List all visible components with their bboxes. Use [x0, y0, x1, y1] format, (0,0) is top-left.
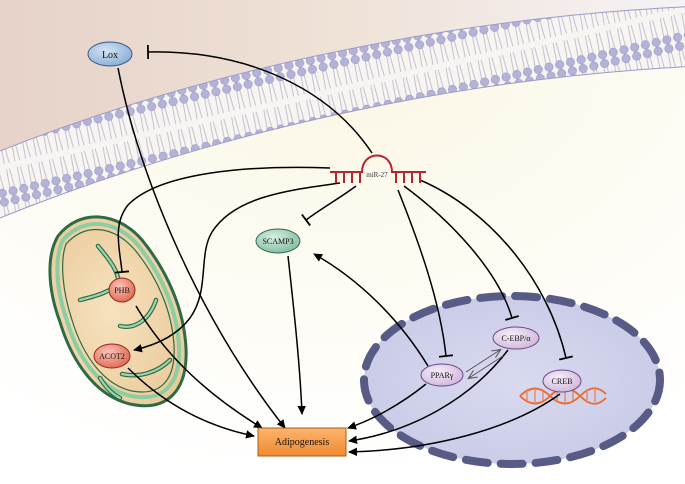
inhibit-ppar-edge — [397, 189, 454, 358]
lox-node: Lox — [87, 41, 133, 67]
acot2-to-adipogenesis-edge — [127, 367, 255, 439]
adipogenesis-node: Adipogenesis — [257, 427, 347, 457]
cebp-alpha-label: C-EBP/α — [501, 334, 531, 343]
inhibit-cebp-edge — [403, 185, 519, 321]
ppar-to-scamp3-edge — [313, 253, 429, 367]
creb-to-adipogenesis-edge — [348, 393, 561, 456]
inhibit-creb-edge — [419, 179, 574, 361]
inhibit-lox-edge — [146, 44, 373, 154]
extracellular-space — [0, 0, 685, 165]
lox-to-adipogenesis-edge — [117, 67, 286, 429]
mirna-label: miR-27 — [366, 171, 388, 179]
lox-label: Lox — [102, 50, 118, 61]
phb-to-adipogenesis-edge — [135, 305, 263, 429]
ppar-cebp-reciprocal-arrows — [465, 350, 504, 378]
mitochondria — [48, 215, 188, 408]
creb-node: CREB — [542, 369, 582, 393]
mirna-hairpin-icon — [330, 154, 426, 183]
scamp3-to-adipogenesis-edge — [287, 255, 306, 415]
scamp3-label: SCAMP3 — [262, 237, 293, 246]
ppar-to-adipogenesis-edge — [347, 383, 427, 430]
scamp3-node: SCAMP3 — [255, 228, 301, 254]
cebp-to-adipogenesis-edge — [348, 349, 509, 444]
nucleus — [360, 292, 664, 468]
acot2-label: ACOT2 — [99, 352, 125, 361]
pathway-connectors — [114, 44, 574, 456]
inhibit-scamp3-edge — [301, 185, 357, 227]
phb-node: PHB — [108, 277, 136, 303]
phb-label: PHB — [114, 286, 130, 295]
acot2-node: ACOT2 — [93, 343, 131, 369]
cebp-alpha-node: C-EBP/α — [492, 326, 540, 350]
inhibit-phb-edge — [114, 166, 331, 274]
ppar-gamma-label: PPARγ — [431, 371, 454, 380]
mirna-to-acot2-edge — [133, 182, 341, 353]
creb-label: CREB — [552, 377, 573, 386]
ppar-gamma-node: PPARγ — [420, 363, 464, 387]
adipogenesis-label: Adipogenesis — [275, 437, 330, 448]
